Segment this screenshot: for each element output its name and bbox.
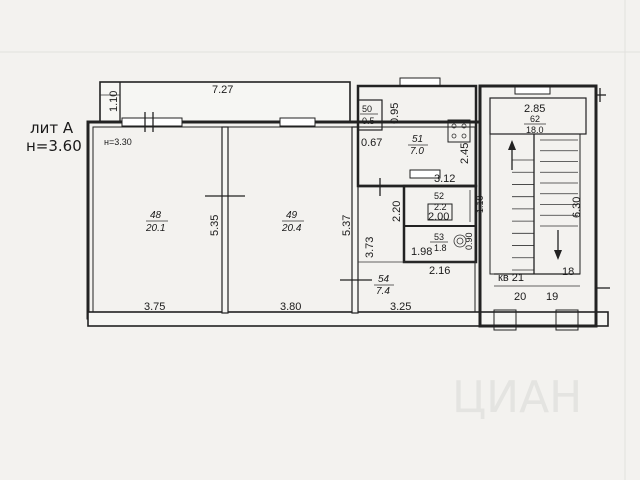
- room-52-num: 52: [434, 191, 444, 201]
- window-48: [121, 117, 183, 127]
- dim-220: 2.20: [391, 201, 403, 222]
- label-18: 18: [562, 266, 574, 278]
- height-label: н=3.60: [26, 137, 82, 155]
- arrow-down-head-icon: [554, 250, 562, 260]
- stove-burner: [461, 123, 467, 129]
- watermark: ЦИАН: [452, 372, 582, 423]
- label-20: 20: [514, 291, 526, 303]
- dim-325: 3.25: [390, 301, 411, 313]
- wall-49-54: [351, 126, 359, 314]
- dim-312: 3.12: [434, 173, 455, 185]
- wall-48-49: [221, 126, 229, 314]
- dim-200: 2.00: [428, 211, 449, 223]
- room-50-num: 50: [362, 104, 372, 114]
- room-49-num: 49: [286, 210, 298, 221]
- room-53-num: 53: [434, 232, 444, 242]
- dim-285: 2.85: [524, 103, 545, 115]
- window-49: [279, 117, 316, 127]
- toilet-icon: [453, 234, 467, 248]
- stair-frame: [489, 133, 581, 275]
- room-50-area: 0.5: [362, 116, 375, 126]
- lit-label: лит А: [30, 119, 74, 137]
- label-19: 19: [546, 291, 558, 303]
- stove-burner: [461, 133, 467, 139]
- room-53-area: 1.8: [434, 243, 447, 253]
- stove-icon: [447, 119, 471, 143]
- stair-block: [478, 84, 598, 328]
- dim-095: 0.95: [389, 103, 401, 124]
- entry-pillar: [555, 309, 579, 331]
- room-51-num: 51: [412, 134, 423, 145]
- dim-198: 1.98: [411, 246, 432, 258]
- room-49-area: 20.4: [281, 223, 302, 234]
- stove-burner: [451, 133, 457, 139]
- dim-245: 2.45: [459, 143, 471, 164]
- entry-pillar: [493, 309, 517, 331]
- dim-375: 3.75: [144, 301, 165, 313]
- door-kitchen: [409, 169, 441, 179]
- room-54-area: 7.4: [376, 286, 390, 297]
- kv-label: кв 21: [498, 272, 524, 284]
- toilet-icon-inner: [456, 237, 464, 245]
- room-62-area: 18.0: [526, 125, 544, 135]
- dim-216: 2.16: [429, 265, 450, 277]
- bathtub-icon: [427, 203, 453, 221]
- dim-left-top: 1.10: [108, 91, 120, 112]
- dim-090: 0.90: [464, 232, 474, 250]
- dim-110b: 1.10: [475, 195, 485, 213]
- stair-steps-right: [540, 139, 578, 227]
- dim-top-width: 7.27: [212, 84, 233, 96]
- dim-380: 3.80: [280, 301, 301, 313]
- room-54-num: 54: [378, 274, 390, 285]
- room-51-area: 7.0: [410, 146, 424, 157]
- stair-steps-left: [512, 159, 534, 271]
- sub-height-label: н=3.30: [104, 137, 132, 147]
- room-52-area: 2.2: [434, 202, 447, 212]
- bottom-wall: [87, 311, 609, 327]
- dim-535: 5.35: [209, 215, 221, 236]
- room-62-num: 62: [530, 114, 540, 124]
- arrow-up-head-icon: [508, 140, 516, 150]
- stove-burner: [451, 123, 457, 129]
- dim-067: 0.67: [361, 137, 382, 149]
- room-50-box: [357, 99, 383, 131]
- dim-537: 5.37: [341, 215, 353, 236]
- dim-630: 6.30: [571, 197, 583, 218]
- balcony: [99, 81, 351, 123]
- room-48-area: 20.1: [145, 223, 165, 234]
- room-48-num: 48: [150, 210, 162, 221]
- dim-373: 3.73: [364, 237, 376, 258]
